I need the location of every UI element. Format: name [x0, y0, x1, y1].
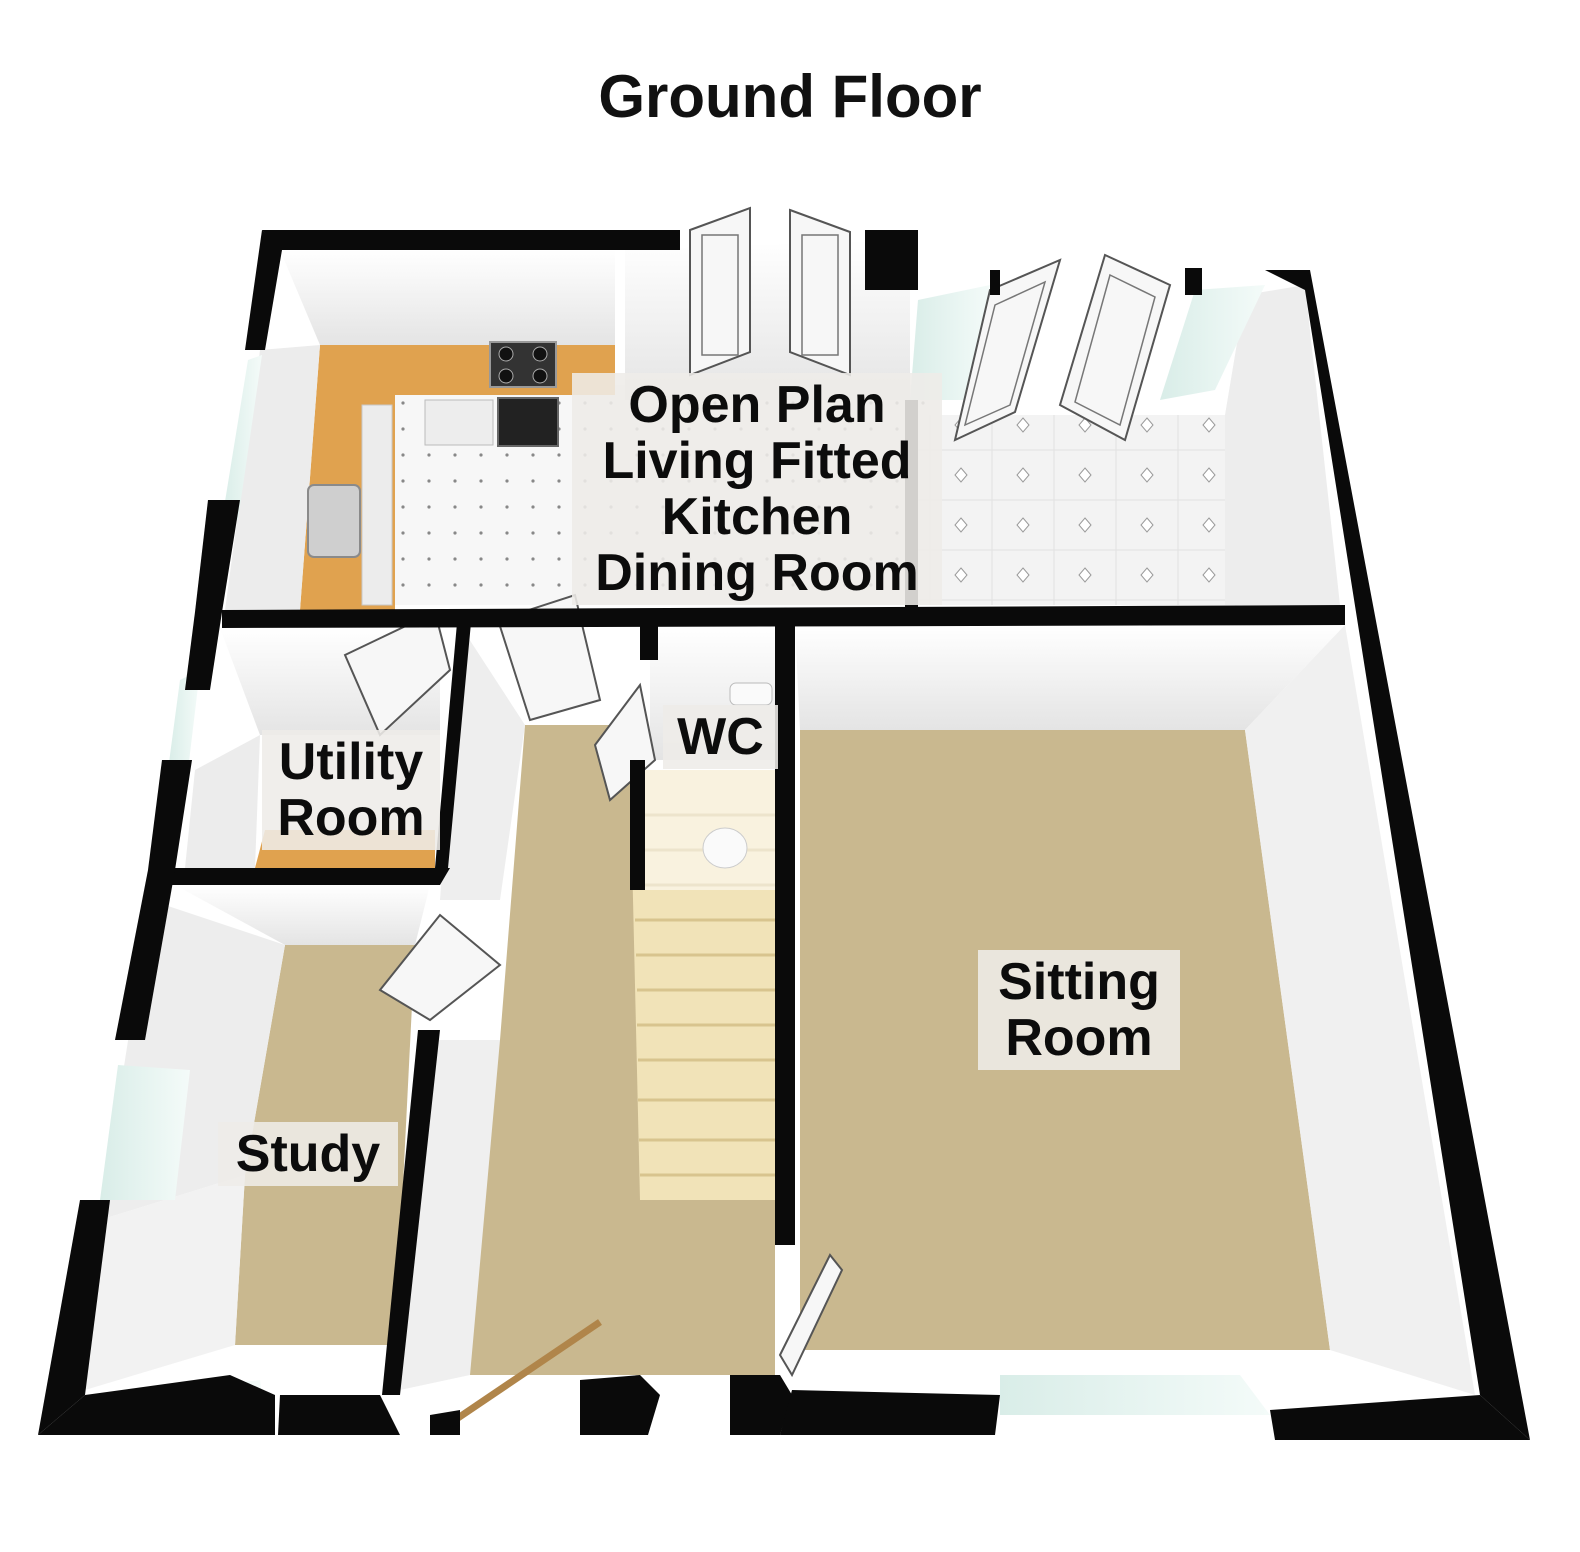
- kitchen-label-line-1: Open Plan: [628, 376, 886, 434]
- study-label-line-1: Study: [235, 1125, 381, 1183]
- base-units: [361, 404, 393, 606]
- study-back-wall: [175, 885, 430, 945]
- sitting-room-label: Sitting Room: [978, 950, 1180, 1070]
- study-label: Study: [218, 1122, 398, 1186]
- utility-label: Utility Room: [262, 730, 440, 850]
- utility-left-wall: [185, 735, 260, 868]
- utility-window: [168, 670, 200, 770]
- hall-carpet: [470, 725, 775, 1375]
- kitchen-label-line-3: Kitchen: [661, 488, 853, 546]
- front-door: [453, 1319, 602, 1423]
- study-front-left-wall: [85, 1175, 245, 1390]
- utility-label-line-2: Room: [277, 789, 425, 847]
- french-door-1: [689, 206, 751, 377]
- wc-label-line-1: WC: [677, 708, 764, 766]
- kitchen-fittings: [307, 341, 559, 606]
- kitchen-label-line-2: Living Fitted: [602, 432, 912, 490]
- kitchen-label-line-4: Dining Room: [595, 544, 919, 602]
- kitchen-label: Open Plan Living Fitted Kitchen Dining R…: [572, 373, 942, 605]
- sitting-room-label-line-2: Room: [1005, 1009, 1153, 1067]
- dining-side-window-right: [1160, 285, 1265, 400]
- cupboard-doors: [424, 399, 494, 446]
- sitting-room-door: [778, 1253, 844, 1378]
- sitting-front-window: [1000, 1375, 1270, 1415]
- staircase: [630, 682, 775, 1200]
- wc-basin: [729, 682, 773, 706]
- kitchen-back-wall: [280, 250, 615, 345]
- walls: [38, 230, 1530, 1440]
- sink: [307, 484, 361, 558]
- wc-toilet: [702, 827, 748, 869]
- wc-label: WC: [663, 705, 778, 769]
- french-door-3: [953, 258, 1062, 442]
- utility-label-line-1: Utility: [278, 733, 424, 791]
- study-door: [378, 913, 502, 1022]
- oven: [497, 397, 559, 447]
- study-window: [100, 1065, 190, 1200]
- wc-glass-partition: [640, 770, 775, 890]
- dining-right-wall: [1225, 285, 1340, 605]
- french-door-4: [1058, 253, 1172, 442]
- sitting-right-wall: [1245, 625, 1475, 1395]
- windows: [100, 285, 1270, 1420]
- kitchen-window: [222, 355, 262, 520]
- sitting-back-wall: [795, 625, 1345, 730]
- sitting-room-label-line-1: Sitting: [998, 953, 1160, 1011]
- floor-title: Ground Floor: [598, 63, 982, 130]
- kitchen-left-wall: [225, 345, 320, 610]
- dining-side-window-left: [910, 285, 990, 400]
- dining-floor-tiles: [910, 415, 1225, 605]
